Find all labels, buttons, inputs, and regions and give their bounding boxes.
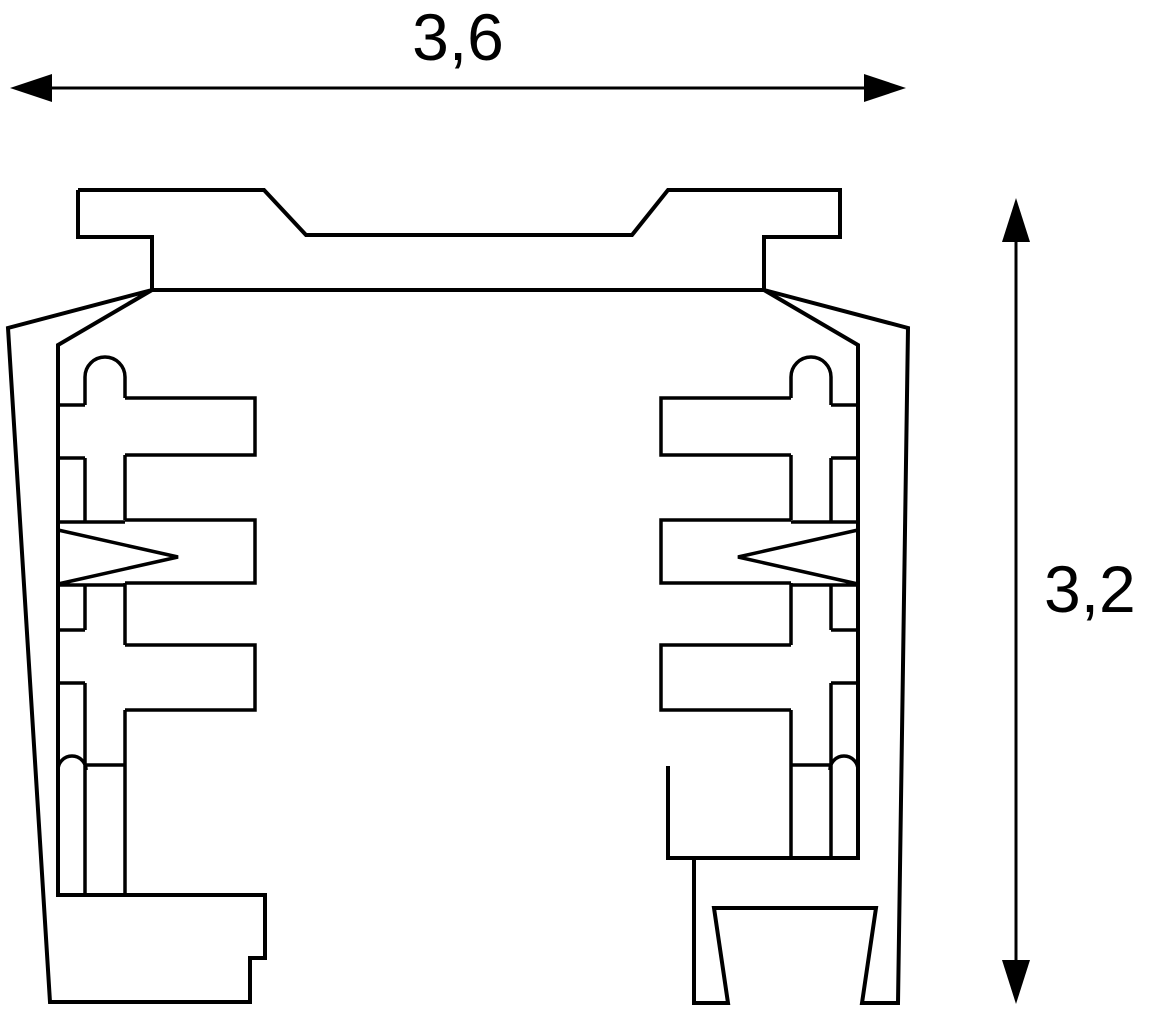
arrow-down-icon [1002, 960, 1030, 1004]
width-dimension: 3,6 [10, 0, 906, 102]
right-conductor-comb-path [659, 355, 859, 765]
arrow-left-icon [10, 74, 52, 102]
right-conductor-comb [659, 355, 859, 765]
profile-inner-wall-right [694, 288, 860, 860]
track-profile [5, 188, 911, 1005]
profile-outline-right [78, 188, 911, 1005]
height-dimension: 3,2 [1002, 198, 1136, 1004]
width-dimension-label: 3,6 [412, 0, 504, 74]
left-lower-housing [56, 754, 127, 895]
profile-outline-left [5, 190, 267, 1004]
arrow-up-icon [1002, 198, 1030, 242]
arrow-right-icon [864, 74, 906, 102]
left-conductor-comb [57, 355, 257, 765]
height-dimension-label: 3,2 [1044, 552, 1136, 626]
right-lower-housing [789, 754, 860, 858]
